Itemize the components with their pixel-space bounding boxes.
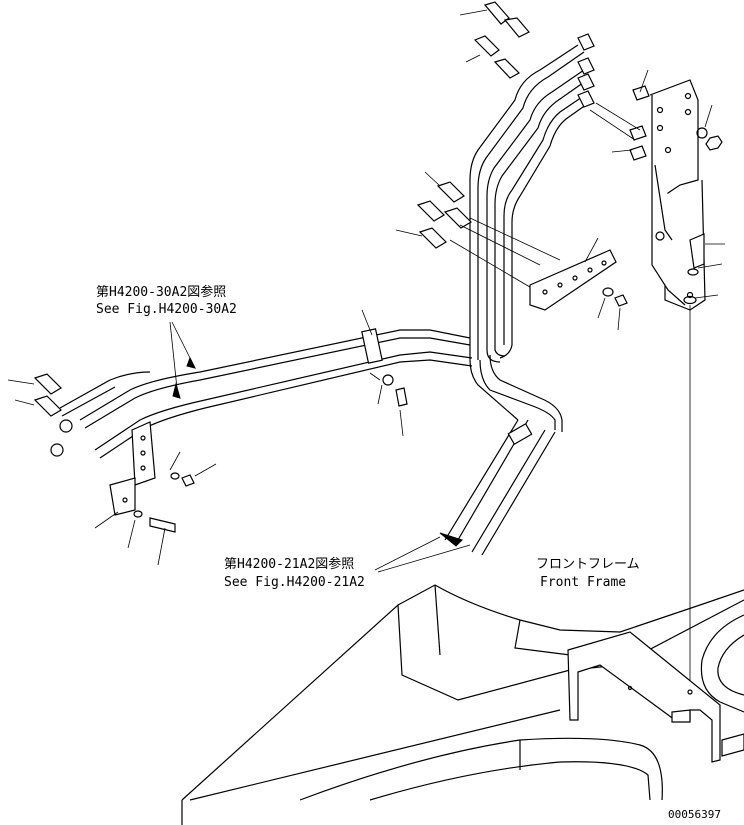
ref-21a2-jp: 第H4200-21A2図参照	[224, 556, 354, 572]
right-vertical-bracket	[589, 69, 706, 311]
right-fasteners	[683, 104, 725, 695]
reference-arrows	[169, 321, 471, 573]
front-frame	[181, 584, 744, 825]
front-frame-en: Front Frame	[540, 575, 626, 590]
front-frame-jp: フロントフレーム	[536, 557, 640, 572]
ref-21a2-en: See Fig.H4200-21A2	[224, 575, 365, 590]
drawing-number: 00056397	[668, 808, 721, 821]
left-hydraulic-pipes	[59, 309, 473, 459]
upper-hydraulic-pipes	[469, 44, 591, 432]
top-fittings	[459, 1, 595, 108]
middle-clevis-group	[395, 171, 628, 331]
ref-30a2-en: See Fig.H4200-30A2	[96, 302, 237, 317]
ref-30a2-jp: 第H4200-30A2図参照	[96, 284, 226, 300]
left-bracket	[94, 421, 217, 566]
left-fittings	[7, 373, 73, 457]
lower-hydraulic-pipes	[439, 419, 556, 556]
